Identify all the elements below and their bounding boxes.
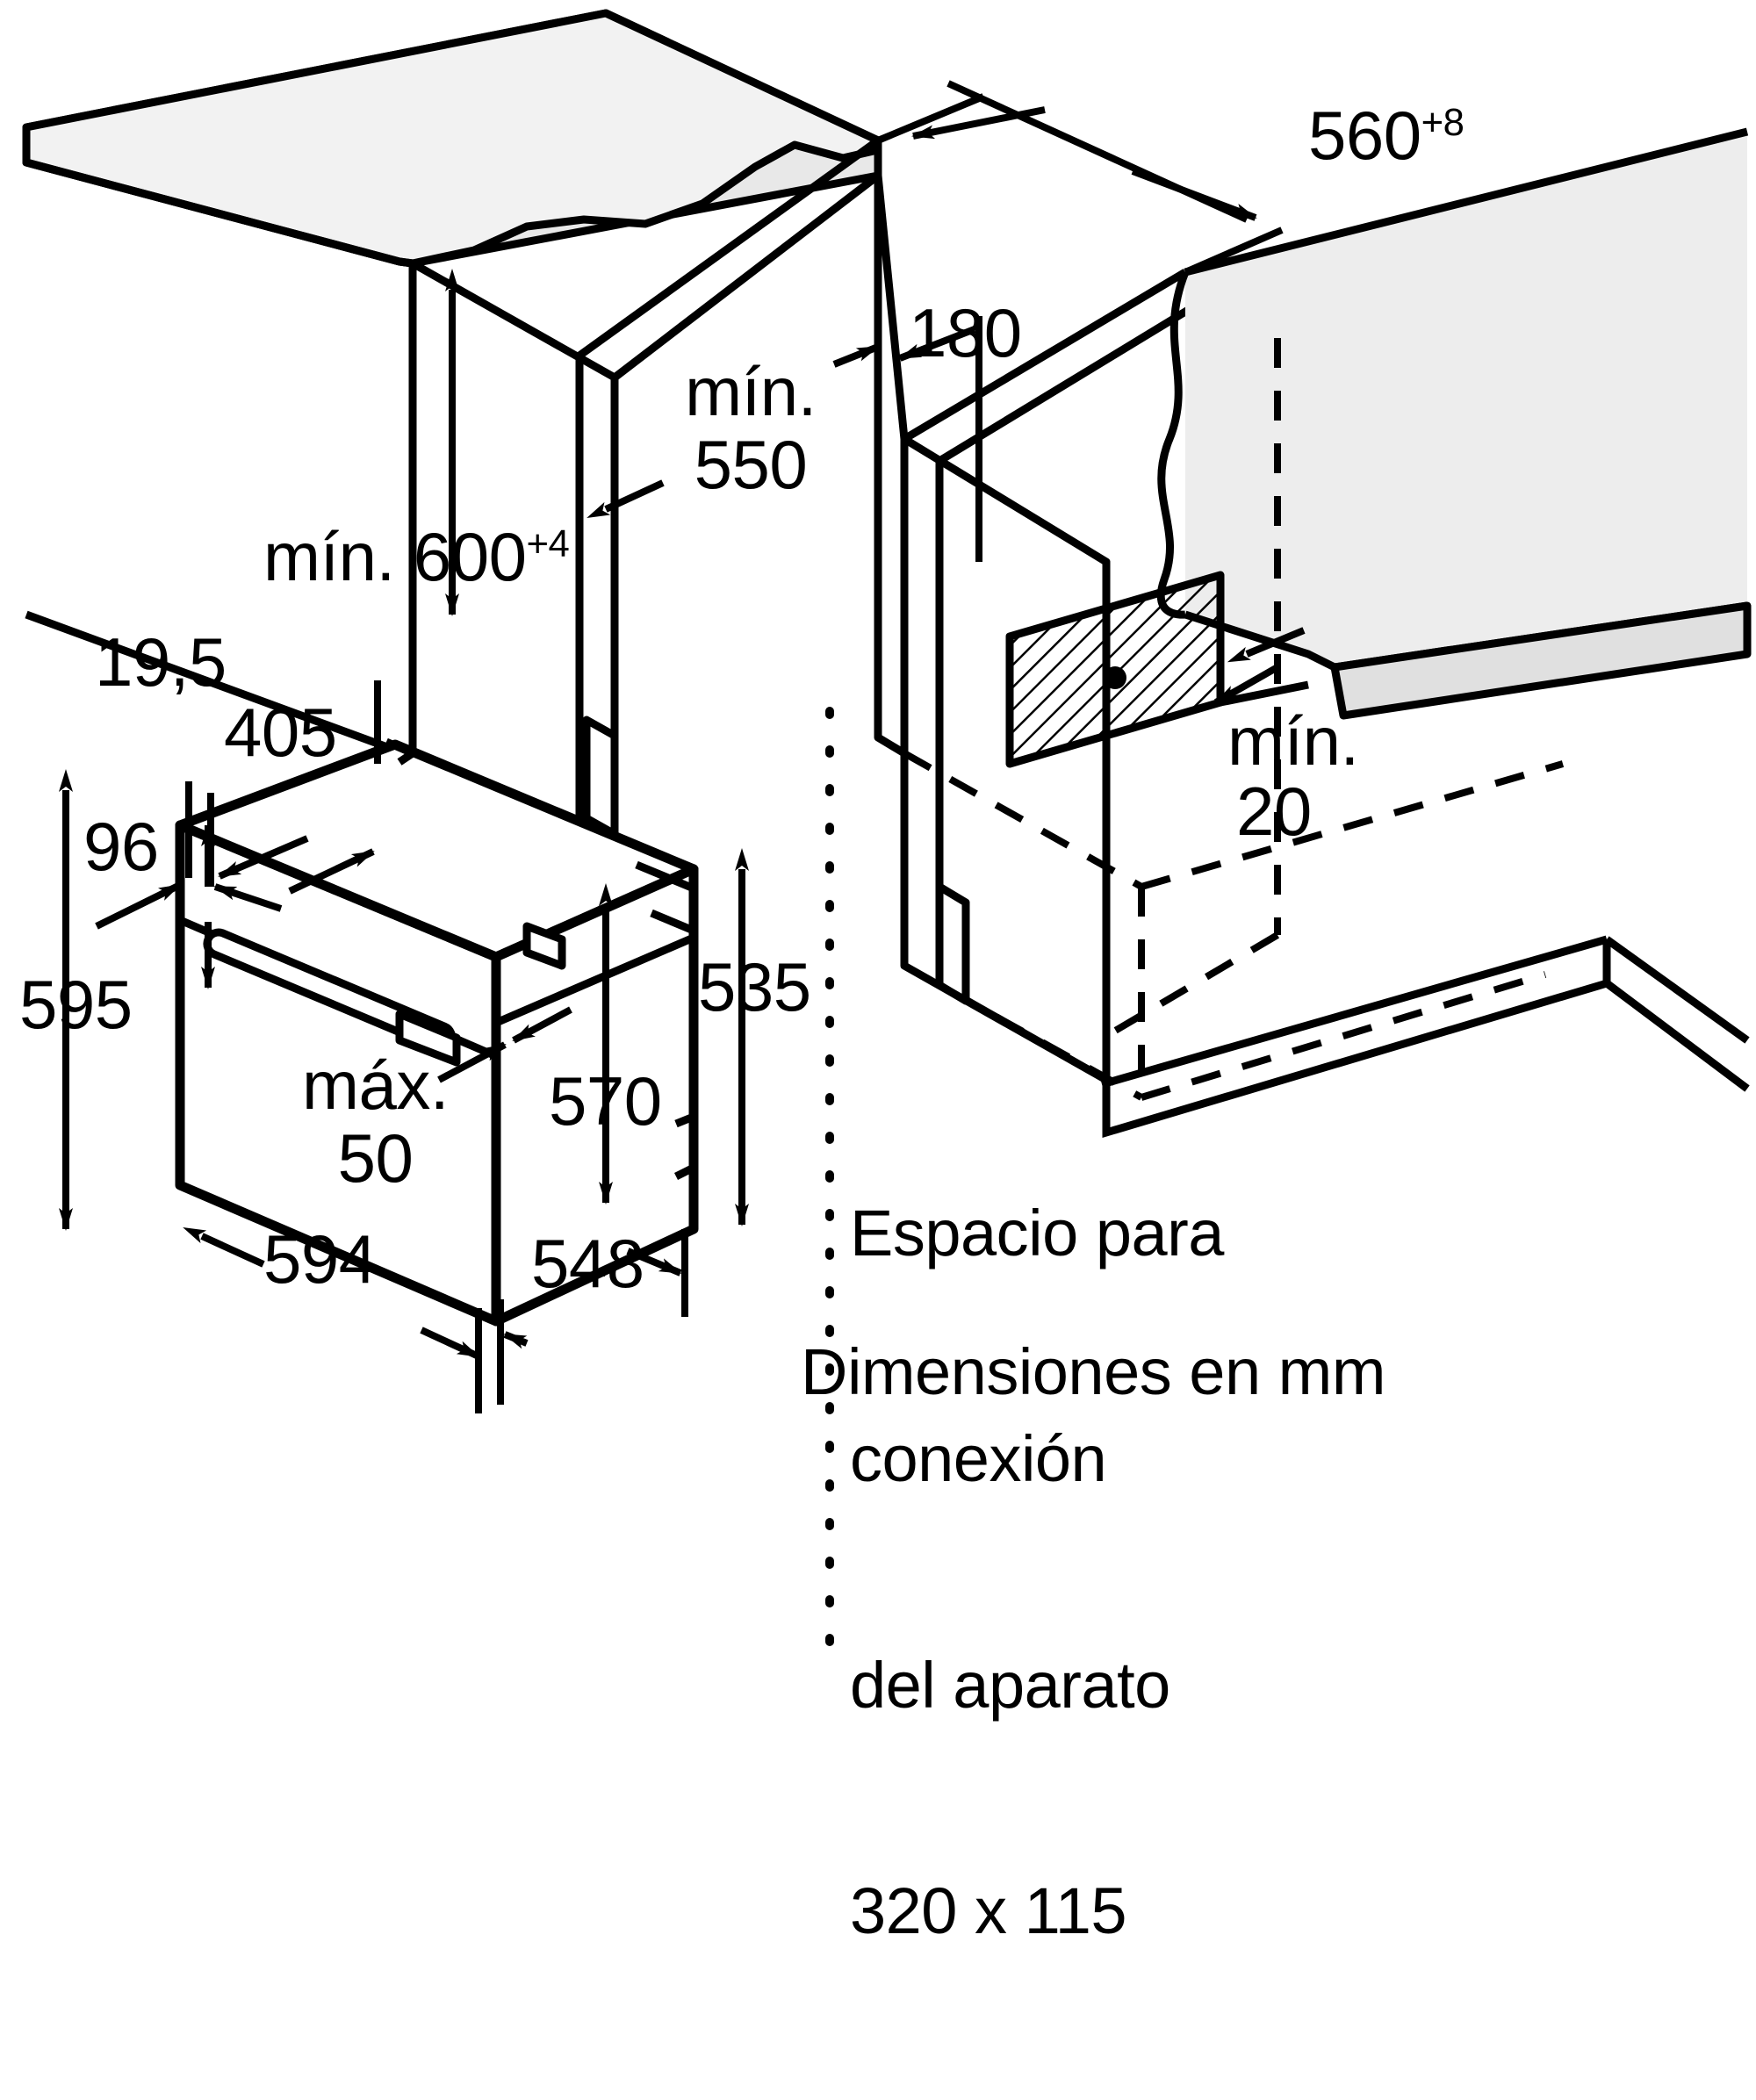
- worktop-slab: [22, 9, 882, 268]
- label-570-body-depth: 570: [549, 1062, 662, 1140]
- label-180-offset: 180: [909, 294, 1022, 371]
- note-line-4: 320 x 115: [850, 1874, 1127, 1948]
- label-595-front-height: 595: [19, 966, 133, 1043]
- note-connection-space: Espacio para conexión del aparato 320 x …: [850, 1045, 1412, 2100]
- dimension-405: [213, 680, 381, 912]
- dimension-max-50: [437, 1006, 572, 1083]
- rear-wall-panel: [1156, 127, 1752, 720]
- diagram-canvas: 560+8 mín. 600+4 mín.550 180 mín.20 19,5…: [19, 9, 1752, 1948]
- label-min-550-width: mín.550: [685, 353, 817, 503]
- note-line-1: Espacio para: [850, 1196, 1224, 1269]
- label-594-front-width: 594: [263, 1220, 377, 1298]
- dimension-96: [201, 823, 215, 989]
- label-405-panel-width: 405: [224, 694, 337, 771]
- dimension-560: [876, 80, 1284, 276]
- label-min-20-clearance: mín.20: [1227, 702, 1359, 850]
- note-units: Dimensiones en mm: [801, 1335, 1385, 1408]
- installation-drawing: [22, 9, 1752, 1672]
- oven-unit: [175, 737, 699, 1327]
- rear-wall-dashed-edge: [1104, 338, 1281, 1039]
- label-19-5-trim: 19,5: [95, 623, 227, 701]
- niche-floor-hidden-lines: [903, 750, 1565, 1101]
- dimension-180: [832, 316, 982, 562]
- label-535-body-height: 535: [698, 948, 811, 1025]
- upper-cabinet-left-panel: [408, 137, 881, 891]
- label-548-body-width: 548: [531, 1225, 644, 1302]
- dimension-548: [503, 1229, 688, 1349]
- label-min-600-height: mín. 600+4: [263, 518, 570, 595]
- dimension-min-550: [587, 479, 665, 519]
- dimension-535: [735, 848, 749, 1226]
- dimension-595: [59, 769, 73, 1231]
- label-96-panel-height: 96: [83, 808, 159, 885]
- note-line-2: conexión: [850, 1422, 1107, 1496]
- label-max-50-handle: máx.50: [301, 1046, 450, 1197]
- dimension-594: [183, 1227, 504, 1413]
- dimension-min-600: [445, 269, 459, 616]
- label-560-depth: 560+8: [1308, 97, 1465, 174]
- dimension-min-20: [1214, 627, 1306, 706]
- note-line-3: del aparato: [850, 1648, 1170, 1722]
- lower-counter-edge: [1102, 939, 1750, 1139]
